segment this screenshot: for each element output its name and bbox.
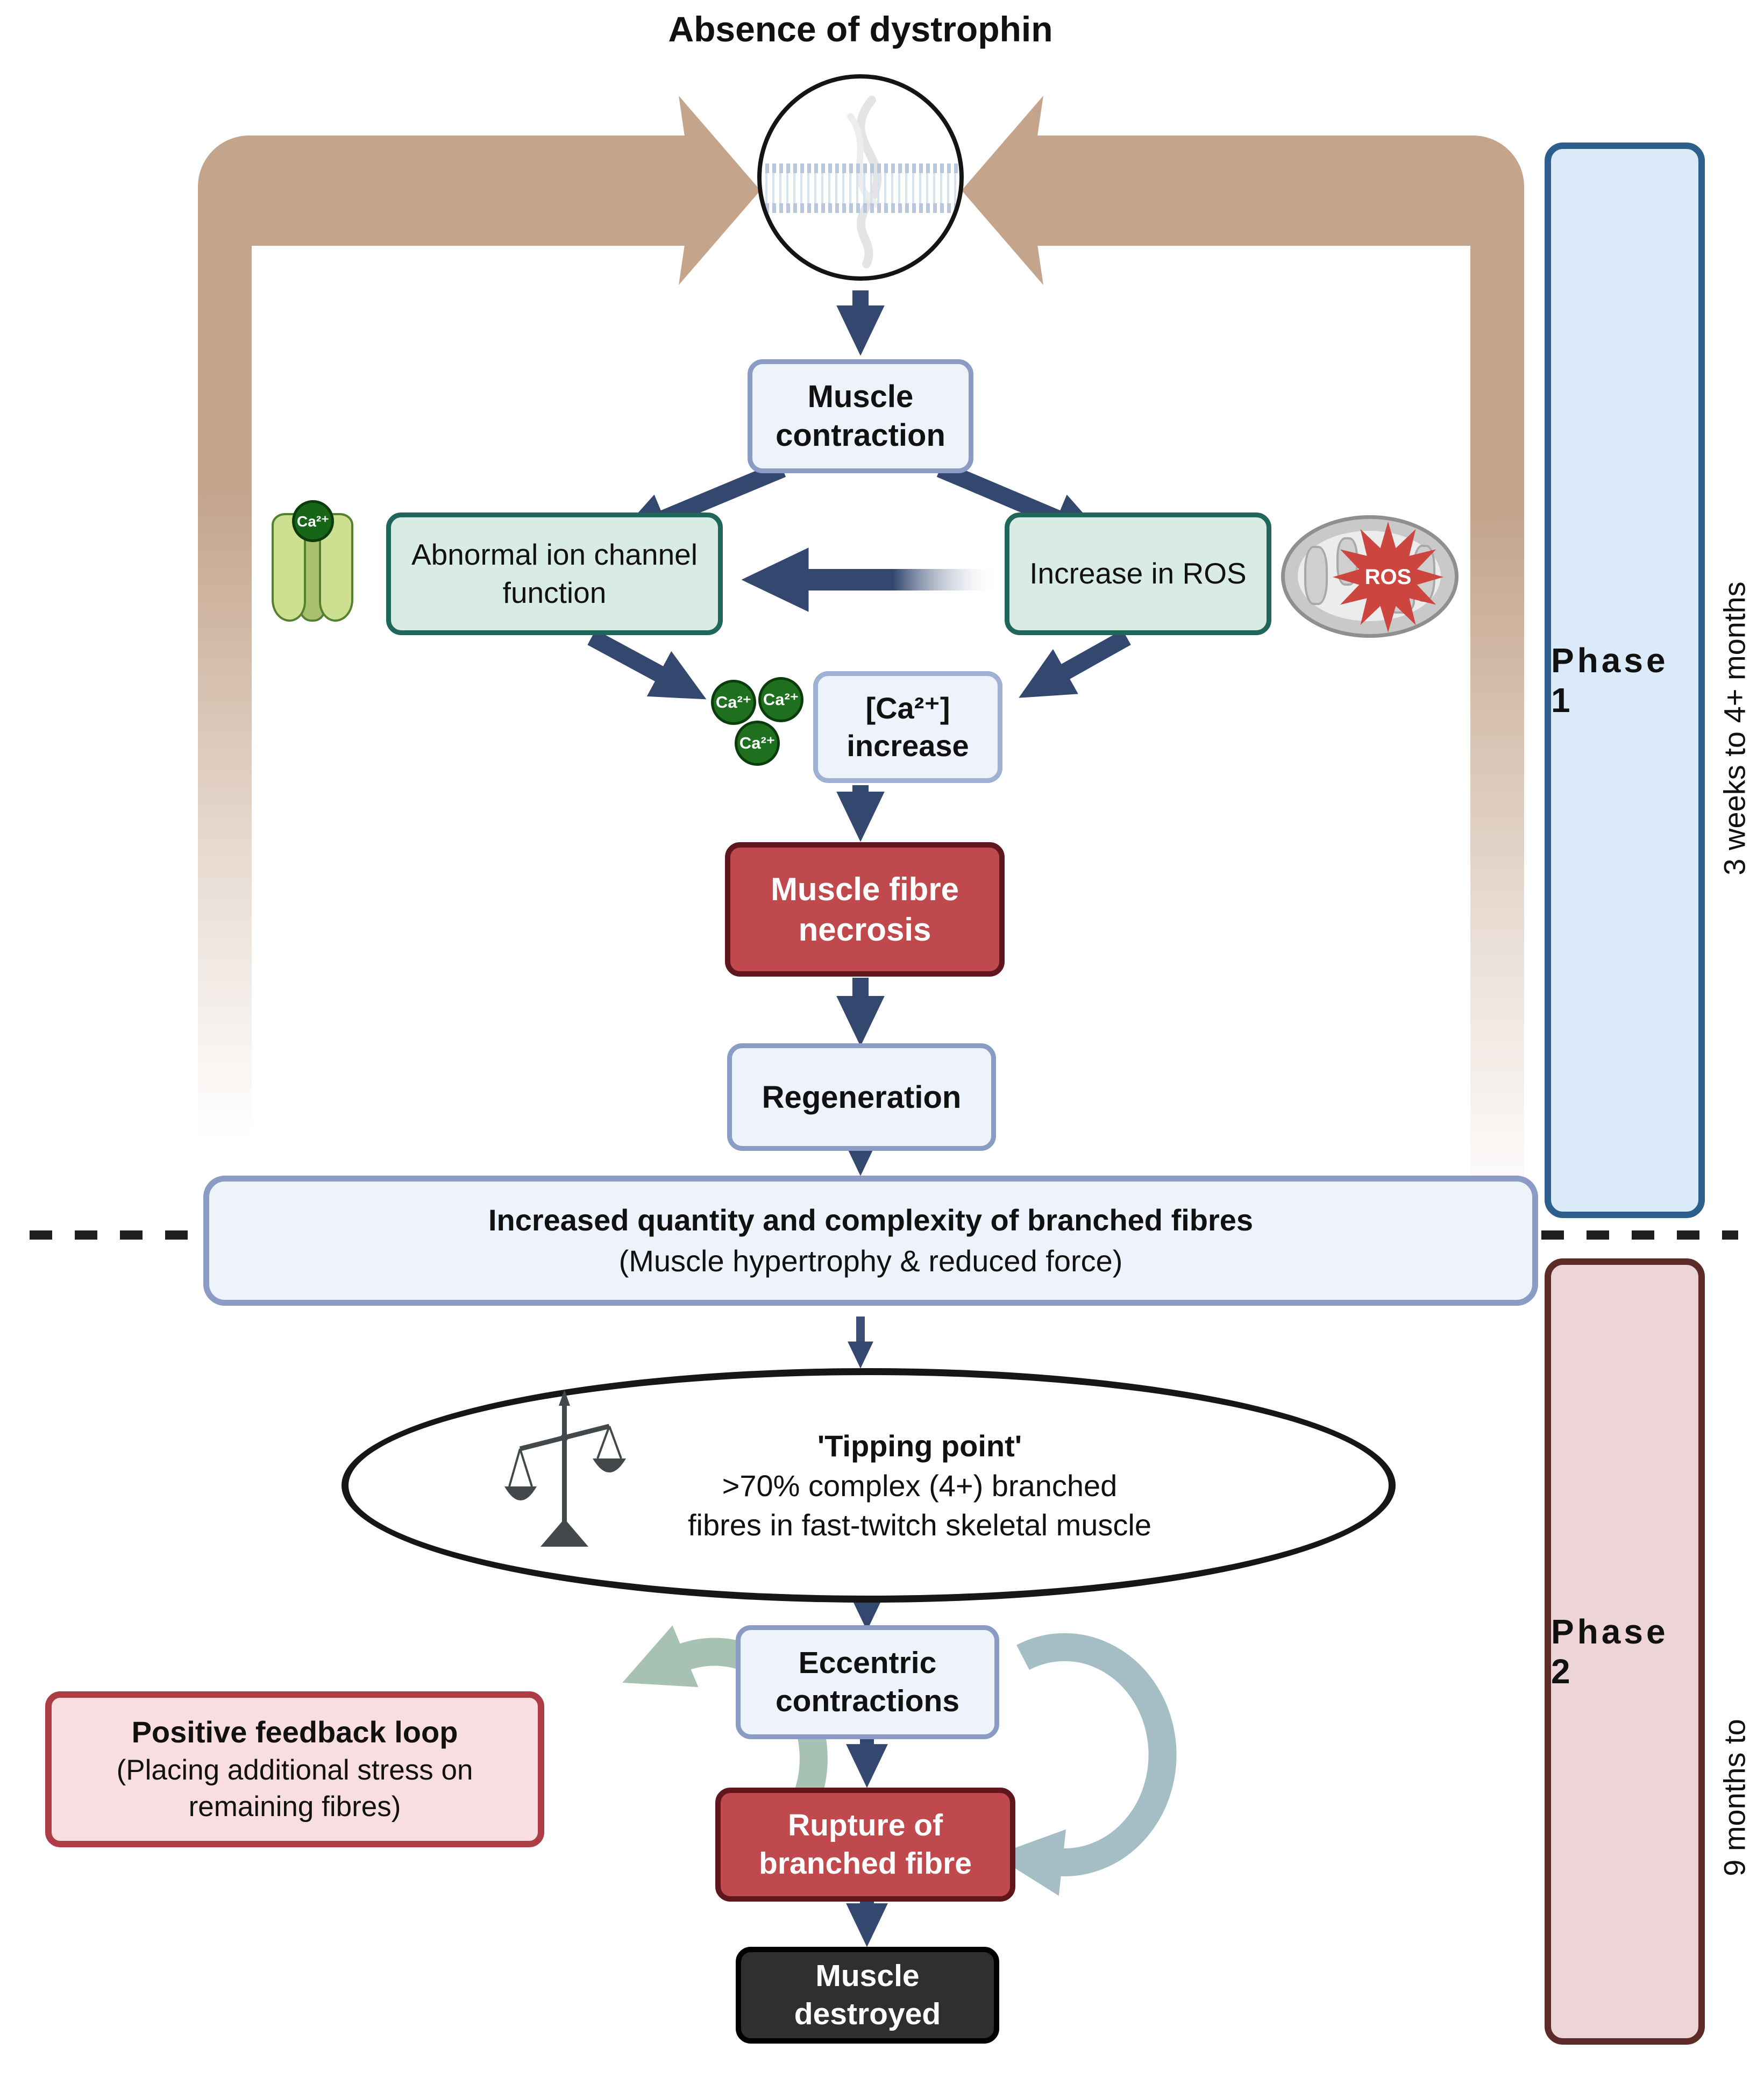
phase-divider-dash-right xyxy=(1541,1230,1738,1240)
node-branched-fibres-line1: Increased quantity and complexity of bra… xyxy=(488,1203,1254,1237)
cycle-arrow-right xyxy=(994,1633,1177,1896)
node-calcium-increase: [Ca²⁺] increase xyxy=(813,671,1002,783)
node-rupture-branched-fibre-label: Rupture of branched fibre xyxy=(759,1808,972,1881)
calcium-ion-icon: Ca²⁺ xyxy=(711,680,756,725)
node-calcium-increase-label: [Ca²⁺] increase xyxy=(847,691,969,763)
arrow-ionchannel-to-calcium xyxy=(587,629,707,700)
feedback-loop-stem-right xyxy=(1470,237,1524,1215)
phase-divider-dash-left xyxy=(30,1230,202,1240)
calcium-ion-label: Ca²⁺ xyxy=(297,513,329,530)
phase-2-duration: 9 months to xyxy=(1717,1719,1752,1876)
phase-1-label: Phase 1 xyxy=(1551,641,1669,720)
feedback-loop-stem-left xyxy=(198,237,252,1140)
positive-feedback-body: (Placing additional stress on remaining … xyxy=(116,1754,473,1823)
calcium-ion-icon: Ca²⁺ xyxy=(735,721,780,766)
balance-scale-icon xyxy=(503,1389,627,1553)
feedback-loop-bar-left xyxy=(280,136,694,246)
node-tipping-point xyxy=(342,1368,1396,1603)
calcium-ion-label: Ca²⁺ xyxy=(715,693,752,711)
node-eccentric-contractions-label: Eccentric contractions xyxy=(775,1645,960,1718)
node-increase-ros: Increase in ROS xyxy=(1005,513,1271,635)
node-positive-feedback-loop: Positive feedback loop (Placing addition… xyxy=(45,1691,544,1847)
calcium-ion-icon: Ca²⁺ xyxy=(758,677,803,722)
ros-burst-label: ROS xyxy=(1364,565,1412,589)
calcium-ion-icon: Ca²⁺ xyxy=(292,500,334,542)
page-title: Absence of dystrophin xyxy=(668,9,1053,49)
node-regeneration-label: Regeneration xyxy=(762,1079,962,1115)
node-muscle-contraction-label: Muscle contraction xyxy=(776,379,945,453)
node-branched-fibres-line2: (Muscle hypertrophy & reduced force) xyxy=(618,1244,1123,1278)
ion-channel-icon: Ca²⁺ xyxy=(272,500,353,625)
tipping-point-body: >70% complex (4+) branched fibres in fas… xyxy=(687,1468,1152,1542)
calcium-ion-label: Ca²⁺ xyxy=(763,690,799,709)
phase-1-bar: Phase 1 xyxy=(1545,143,1705,1218)
node-regeneration: Regeneration xyxy=(727,1043,996,1151)
positive-feedback-title: Positive feedback loop xyxy=(131,1714,458,1749)
node-muscle-fibre-necrosis: Muscle fibre necrosis xyxy=(725,842,1005,977)
feedback-loop-corner-left xyxy=(198,136,289,246)
phase-2-label: Phase 2 xyxy=(1551,1612,1669,1691)
phase-1-duration: 3 weeks to 4+ months xyxy=(1717,581,1752,876)
lipid-heads-top xyxy=(762,163,959,173)
cell-membrane-icon xyxy=(757,74,964,281)
arrow-ros-to-calcium xyxy=(1019,630,1131,698)
node-rupture-branched-fibre: Rupture of branched fibre xyxy=(715,1788,1015,1902)
node-increase-ros-label: Increase in ROS xyxy=(1029,557,1247,590)
node-muscle-destroyed-label: Muscle destroyed xyxy=(794,1958,941,2031)
arrow-contraction-to-ionchannel xyxy=(614,461,786,542)
node-muscle-fibre-necrosis-label: Muscle fibre necrosis xyxy=(770,871,959,948)
node-abnormal-ion-label: Abnormal ion channel function xyxy=(411,537,698,610)
node-muscle-contraction: Muscle contraction xyxy=(748,359,973,473)
lipid-tails xyxy=(762,173,959,203)
calcium-ion-label: Ca²⁺ xyxy=(739,734,776,752)
lipid-heads-bottom xyxy=(762,203,959,213)
node-muscle-destroyed: Muscle destroyed xyxy=(736,1947,999,2044)
node-abnormal-ion: Abnormal ion channel function xyxy=(386,513,723,635)
feedback-loop-bar-right xyxy=(1027,136,1457,246)
arrow-contraction-to-ros xyxy=(936,461,1107,542)
tipping-point-title: 'Tipping point' xyxy=(817,1428,1022,1463)
node-tipping-point-text: 'Tipping point' >70% complex (4+) branch… xyxy=(618,1390,1221,1581)
phase-2-bar: Phase 2 xyxy=(1545,1258,1705,2045)
node-eccentric-contractions: Eccentric contractions xyxy=(736,1625,999,1739)
node-branched-fibres: Increased quantity and complexity of bra… xyxy=(203,1176,1538,1306)
